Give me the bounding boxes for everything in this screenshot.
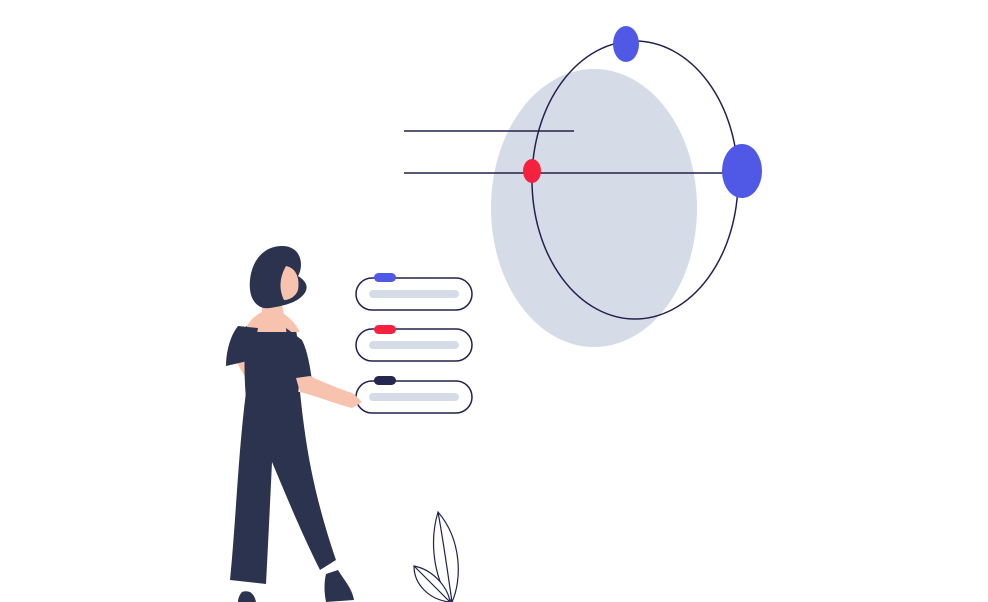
woman-figure: [226, 246, 362, 602]
leaf-tall-vein: [437, 511, 453, 602]
option-tag: [374, 273, 396, 282]
hair: [249, 246, 307, 309]
leaf-plant: [413, 510, 459, 602]
orbit-node-left: [523, 159, 541, 183]
face-cutout: [280, 266, 299, 300]
sleeve-right: [286, 328, 312, 384]
legs: [230, 392, 336, 584]
orbit-node-top: [613, 26, 639, 62]
option-tag: [374, 325, 396, 334]
torso: [244, 326, 300, 398]
option-line: [369, 341, 459, 349]
sleeve-left: [226, 326, 258, 366]
option-line: [369, 290, 459, 298]
arm-front: [296, 376, 362, 408]
leaf-short-vein: [413, 565, 451, 602]
orbit-graphic: [404, 26, 762, 347]
neck: [244, 296, 300, 332]
shoe-left: [238, 591, 256, 602]
option-line: [369, 393, 459, 401]
backdrop-blob: [491, 69, 697, 347]
shoe-right: [324, 570, 354, 602]
option-card: [355, 325, 473, 362]
option-card: [355, 376, 473, 414]
orbit-node-right: [722, 144, 762, 198]
option-card: [355, 273, 473, 311]
option-tag: [374, 376, 396, 385]
